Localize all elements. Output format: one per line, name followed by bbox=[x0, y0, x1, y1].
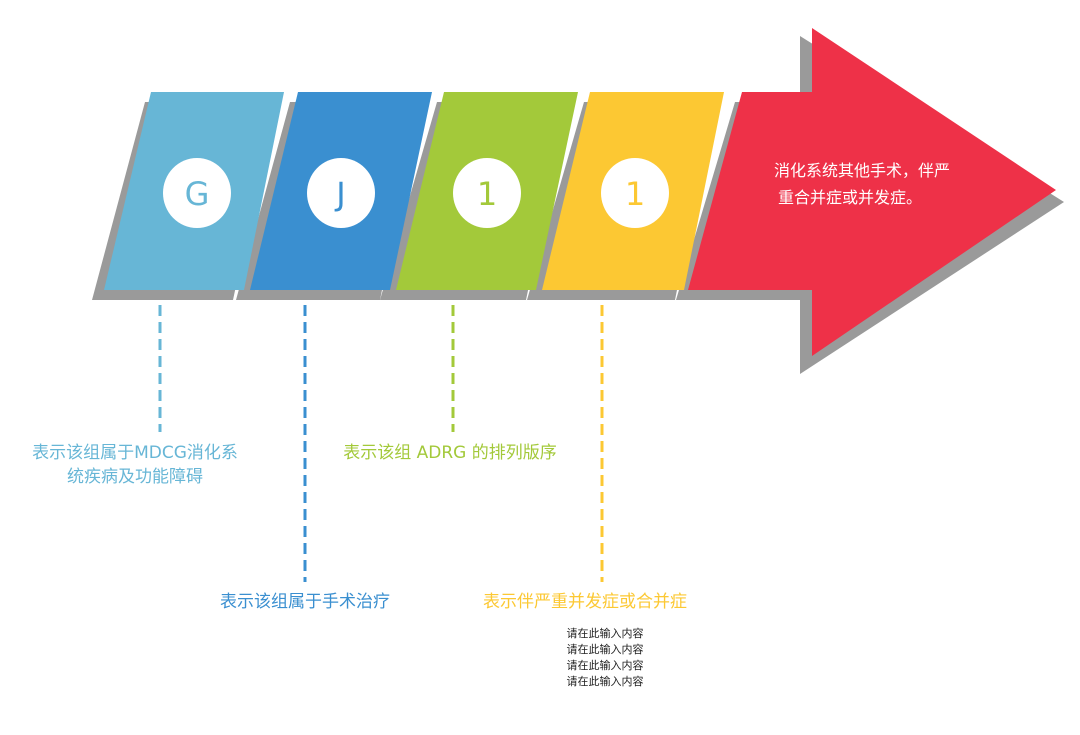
description-j-line-1: 表示该组属于手术治疗 bbox=[220, 592, 390, 612]
segment-g: G bbox=[104, 92, 284, 290]
segment-g-badge bbox=[163, 158, 231, 228]
segment-1-green-badge bbox=[453, 158, 521, 228]
segment-1-yellow: 1 bbox=[542, 92, 724, 290]
placeholder-note: 请在此输入内容 bbox=[566, 659, 644, 672]
segment-1-green: 1 bbox=[396, 92, 578, 290]
description-1-green: 表示该组 ADRG 的排列版序 bbox=[320, 441, 580, 465]
segment-g-code: G bbox=[185, 175, 210, 213]
description-g: 表示该组属于MDCG消化系 统疾病及功能障碍 bbox=[10, 441, 260, 489]
segment-j-code: J bbox=[334, 175, 345, 213]
segment-1-yellow-badge bbox=[601, 158, 669, 228]
result-arrow-text-line-1: 消化系统其他手术，伴严 bbox=[774, 161, 950, 180]
placeholder-note: 请在此输入内容 bbox=[566, 627, 644, 640]
result-arrow-shape bbox=[688, 28, 1056, 356]
description-1-yellow: 表示伴严重并发症或合并症 bbox=[465, 590, 705, 614]
segment-1-yellow-code: 1 bbox=[625, 175, 645, 213]
description-g-line-1: 表示该组属于MDCG消化系 bbox=[32, 443, 238, 463]
description-1-green-line-1: 表示该组 ADRG 的排列版序 bbox=[343, 443, 557, 463]
placeholder-note: 请在此输入内容 bbox=[566, 643, 644, 656]
segment-j-badge bbox=[307, 158, 375, 228]
segment-1-green-code: 1 bbox=[477, 175, 497, 213]
segment-j: J bbox=[250, 92, 432, 290]
result-arrow: 消化系统其他手术，伴严 重合并症或并发症。 bbox=[688, 28, 1056, 356]
description-g-line-2: 统疾病及功能障碍 bbox=[67, 467, 203, 487]
placeholder-note: 请在此输入内容 bbox=[566, 675, 644, 688]
description-1-yellow-line-1: 表示伴严重并发症或合并症 bbox=[483, 592, 687, 612]
result-arrow-text-line-2: 重合并症或并发症。 bbox=[778, 188, 922, 207]
description-j: 表示该组属于手术治疗 bbox=[185, 590, 425, 614]
placeholder-notes: 请在此输入内容 请在此输入内容 请在此输入内容 请在此输入内容 bbox=[520, 626, 690, 690]
